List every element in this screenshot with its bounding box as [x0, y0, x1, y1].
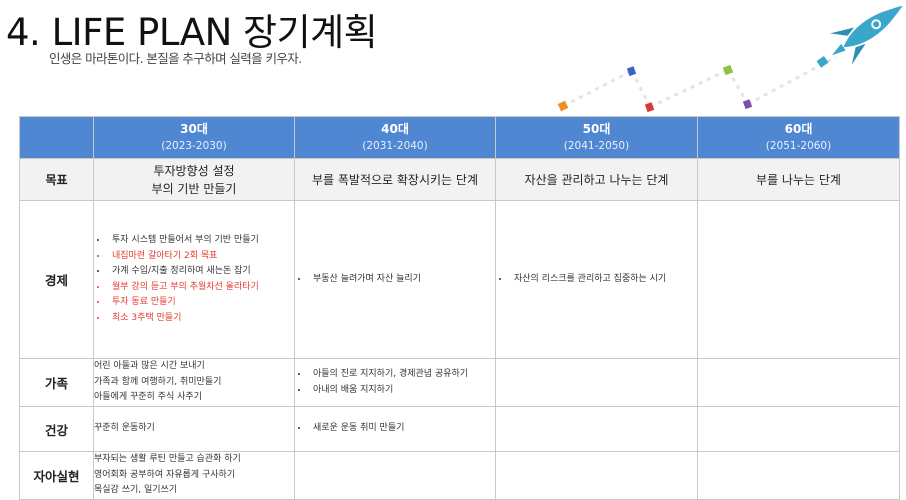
list-item: 최소 3주택 만들기: [108, 311, 294, 327]
health-60s: [697, 406, 900, 452]
list-item: 월부 강의 듣고 부의 추월차선 올라타기: [108, 280, 294, 296]
goal-text: 부를 나누는 단계: [756, 172, 841, 187]
rocket-icon: [816, 5, 903, 68]
page-subtitle: 인생은 마라톤이다. 본질을 추구하며 실력을 키우자.: [49, 51, 302, 66]
path-dot-purple: [742, 99, 753, 110]
family-40s-list: 아들의 진로 지지하기, 경제관념 공유하기 아내의 배움 지지하기: [295, 367, 495, 398]
path-dot-red: [644, 102, 655, 113]
decade-years: (2023-2030): [161, 139, 227, 152]
self-realization-60s: [697, 451, 900, 500]
decade-years: (2051-2060): [765, 139, 832, 152]
family-50s: [495, 358, 698, 407]
list-item: 투자 시스템 만들어서 부의 기반 만들기: [108, 233, 294, 249]
health-40s: 새로운 운동 취미 만들기: [294, 406, 496, 452]
self-realization-40s: [294, 451, 496, 500]
row-label-economy: 경제: [19, 200, 94, 359]
family-row: 가족 어린 아들과 많은 시간 보내기 가족과 함께 여행하기, 취미만들기 아…: [19, 358, 900, 407]
decade-label: 40대: [381, 121, 409, 136]
decade-label: 30대: [180, 121, 208, 136]
rocket-path-decoration: [557, 5, 903, 113]
text-line: 영어회화 공부하여 자유롭게 구사하기: [94, 469, 236, 480]
list-item: 아들의 진로 지지하기, 경제관념 공유하기: [309, 367, 495, 383]
economy-40s-list: 부동산 늘려가며 자산 늘리기: [295, 272, 495, 288]
health-50s: [495, 406, 698, 452]
health-40s-list: 새로운 운동 취미 만들기: [295, 421, 495, 437]
goal-50s: 자산을 관리하고 나누는 단계: [495, 158, 698, 201]
path-dot-blue: [626, 66, 637, 77]
list-item: 자산의 리스크를 관리하고 집중하는 시기: [510, 272, 697, 288]
text-line: 가족과 함께 여행하기, 취미만들기: [94, 376, 222, 387]
list-item: 새로운 운동 취미 만들기: [309, 421, 495, 437]
list-item: 부동산 늘려가며 자산 늘리기: [309, 272, 495, 288]
list-item: 아내의 배움 지지하기: [309, 383, 495, 399]
header-50s: 50대 (2041-2050): [495, 116, 698, 159]
header-corner: [19, 116, 94, 159]
health-30s: 꾸준히 운동하기: [93, 406, 295, 452]
goal-text: 부를 폭발적으로 확장시키는 단계: [311, 172, 478, 187]
decade-years: (2031-2040): [362, 139, 428, 152]
text-line: 아들에게 꾸준히 주식 사주기: [94, 392, 202, 403]
family-30s: 어린 아들과 많은 시간 보내기 가족과 함께 여행하기, 취미만들기 아들에게…: [93, 358, 295, 407]
economy-30s-list: 투자 시스템 만들어서 부의 기반 만들기 내집마련 갈아타기 2회 목표 가계…: [94, 233, 294, 326]
economy-50s-list: 자산의 리스크를 관리하고 집중하는 시기: [496, 272, 697, 288]
goal-text: 부의 기반 만들기: [151, 181, 237, 196]
header-40s: 40대 (2031-2040): [294, 116, 496, 159]
row-label-health: 건강: [19, 406, 94, 452]
path-dot-orange: [557, 100, 569, 112]
economy-30s: 투자 시스템 만들어서 부의 기반 만들기 내집마련 갈아타기 2회 목표 가계…: [93, 200, 295, 359]
economy-50s: 자산의 리스크를 관리하고 집중하는 시기: [495, 200, 698, 359]
self-realization-50s: [495, 451, 698, 500]
list-item: 투자 동료 만들기: [108, 295, 294, 311]
list-item: 가계 수입/지출 정리하여 새는돈 잡기: [108, 264, 294, 280]
text-line: 목실감 쓰기, 일기쓰기: [94, 485, 178, 495]
life-plan-table: 30대 (2023-2030) 40대 (2031-2040) 50대 (2041-2…: [19, 116, 900, 500]
goal-40s: 부를 폭발적으로 확장시키는 단계: [294, 158, 496, 201]
list-item: 내집마련 갈아타기 2회 목표: [108, 249, 294, 265]
self-realization-row: 자아실현 부자되는 생활 루틴 만들고 습관화 하기 영어회화 공부하여 자유롭…: [19, 451, 900, 500]
self-realization-30s: 부자되는 생활 루틴 만들고 습관화 하기 영어회화 공부하여 자유롭게 구사하…: [93, 451, 295, 500]
text-line: 부자되는 생활 루틴 만들고 습관화 하기: [94, 454, 241, 464]
goal-60s: 부를 나누는 단계: [697, 158, 900, 201]
goal-text: 투자방향성 설정: [153, 163, 235, 178]
path-dot-green: [722, 64, 734, 76]
text-line: 어린 아들과 많은 시간 보내기: [94, 361, 205, 372]
header-30s: 30대 (2023-2030): [93, 116, 295, 159]
decade-label: 60대: [784, 121, 813, 136]
row-label-goal: 목표: [19, 158, 94, 201]
header-row: 30대 (2023-2030) 40대 (2031-2040) 50대 (2041-2…: [19, 116, 900, 159]
row-label-self-realization: 자아실현: [19, 451, 94, 500]
health-row: 건강 꾸준히 운동하기 새로운 운동 취미 만들기: [19, 406, 900, 452]
header-60s: 60대 (2051-2060): [697, 116, 900, 159]
row-label-family: 가족: [19, 358, 94, 407]
family-60s: [697, 358, 900, 407]
page-title: 4. LIFE PLAN 장기계획: [6, 11, 378, 54]
decade-years: (2041-2050): [563, 139, 630, 152]
economy-60s: [697, 200, 900, 359]
goal-text: 자산을 관리하고 나누는 단계: [524, 172, 669, 187]
family-40s: 아들의 진로 지지하기, 경제관념 공유하기 아내의 배움 지지하기: [294, 358, 496, 407]
decade-label: 50대: [582, 121, 611, 136]
economy-40s: 부동산 늘려가며 자산 늘리기: [294, 200, 496, 359]
economy-row: 경제 투자 시스템 만들어서 부의 기반 만들기 내집마련 갈아타기 2회 목표…: [19, 200, 900, 359]
text-line: 꾸준히 운동하기: [94, 423, 155, 434]
